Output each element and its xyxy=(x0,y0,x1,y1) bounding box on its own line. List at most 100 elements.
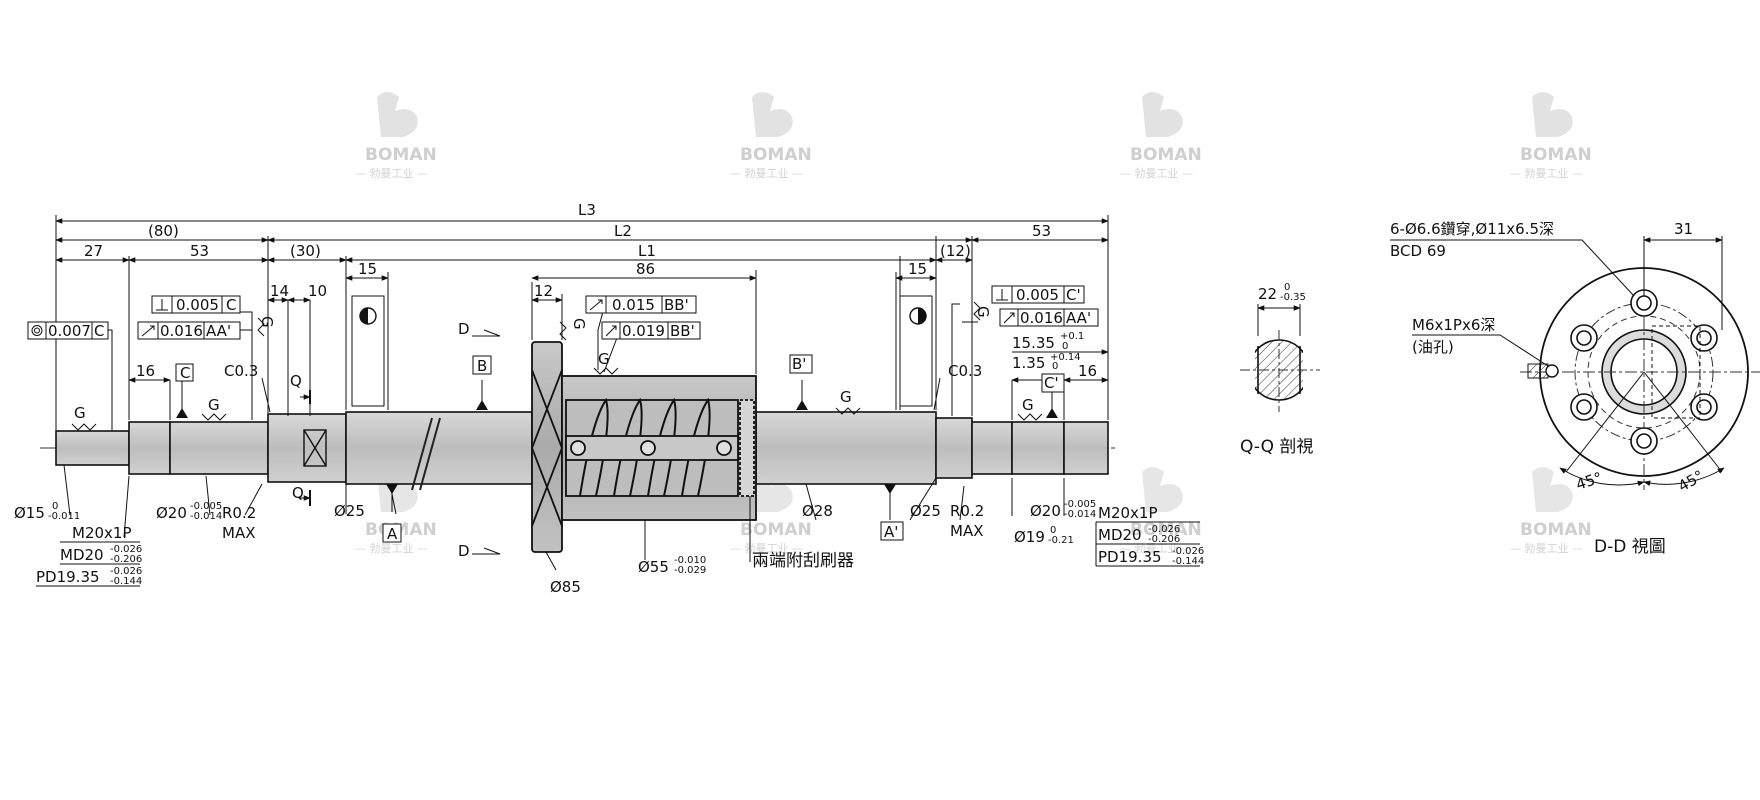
bearing-symbols xyxy=(351,295,933,407)
qq-dim: 22 xyxy=(1258,285,1277,303)
tolerance-frames xyxy=(27,285,1099,543)
watermark-brand: BOMAN xyxy=(740,145,812,165)
finish-g: G xyxy=(570,318,588,330)
dia-15-tol-dn: -0.011 xyxy=(48,511,80,522)
radius-left: R0.2 xyxy=(222,504,256,522)
dim-15-35-tol-dn: 0 xyxy=(1062,341,1068,352)
radius-left-max: MAX xyxy=(222,524,255,542)
dia-55-tol-up: -0.010 xyxy=(674,555,706,566)
dia-15: Ø15 xyxy=(14,504,45,522)
bolt-hole xyxy=(1576,399,1592,415)
section-q: Q xyxy=(290,372,302,390)
dim-15-right: 15 xyxy=(908,260,927,278)
dd-title: D-D 視圖 xyxy=(1594,537,1666,557)
finish-g: G xyxy=(1022,396,1034,414)
dim-l3: L3 xyxy=(578,201,596,219)
tol-datum: C xyxy=(94,322,104,340)
watermark-logo: BOMAN — 勃曼工业 — xyxy=(1510,92,1592,180)
tolerance-frame xyxy=(585,295,697,314)
nut-flange xyxy=(531,341,563,553)
dd-bcd: BCD 69 xyxy=(1390,242,1446,260)
qq-dim-tol-up: 0 xyxy=(1284,282,1290,293)
datum-a: A xyxy=(387,525,398,543)
dim-27: 27 xyxy=(84,242,103,260)
dia-20-left-tol-dn: -0.014 xyxy=(190,511,222,522)
dia-28: Ø28 xyxy=(802,502,833,520)
return-screw xyxy=(716,440,732,456)
surface-finish-marks xyxy=(71,301,1043,431)
tol-datum: AA' xyxy=(1066,309,1091,327)
pd-right-tol-dn: -0.144 xyxy=(1172,556,1204,567)
dia-20-left-tol-up: -0.005 xyxy=(190,501,222,512)
tol-value: 0.016 xyxy=(1020,309,1063,327)
dim-10: 10 xyxy=(308,282,327,300)
tol-value: 0.005 xyxy=(176,296,219,314)
dd-end-view: 6-Ø6.6鑽穿,Ø11x6.5深 BCD 69 M6x1Px6深 (油孔) 3… xyxy=(1390,220,1760,557)
dim-16-right: 16 xyxy=(1078,362,1097,380)
radius-right-max: MAX xyxy=(950,522,983,540)
section-q: Q xyxy=(292,484,304,502)
watermark-sub: — 勃曼工业 — xyxy=(730,167,803,180)
tolerance-texts: 0.005 C 0.016 AA' 0.007 C 0.015 BB' 0.01… xyxy=(48,286,1091,340)
datum-box-c xyxy=(175,363,194,382)
dim-1-35-tol-up: +0.14 xyxy=(1050,352,1081,363)
md-left-tol-dn: -0.206 xyxy=(110,554,142,565)
pd-left: PD19.35 xyxy=(36,568,100,586)
shaft-left-flat xyxy=(267,413,347,483)
shaft-right-groove xyxy=(1011,421,1065,475)
finish-g: G xyxy=(208,396,220,414)
shaft-thread-right xyxy=(755,411,937,485)
watermark-sub: — 勃曼工业 — xyxy=(355,167,428,180)
watermark-brand: BOMAN xyxy=(1520,520,1592,540)
datum-box-b2 xyxy=(789,354,813,374)
watermark-brand: BOMAN xyxy=(1130,520,1202,540)
dim-80: (80) xyxy=(148,222,179,240)
tol-value: 0.005 xyxy=(1016,286,1059,304)
finish-g: G xyxy=(840,388,852,406)
tolerance-frame xyxy=(151,295,241,314)
shaft-left-end xyxy=(55,430,130,466)
shaft-right-bearing xyxy=(971,421,1013,475)
dim-16-left: 16 xyxy=(136,362,155,380)
chamfer-left: C0.3 xyxy=(224,362,258,380)
bolt-hole xyxy=(1636,295,1652,311)
dd-dim-31: 31 xyxy=(1674,220,1693,238)
pd-right: PD19.35 xyxy=(1098,548,1162,566)
datum-triangles xyxy=(176,400,1058,494)
view-d: D xyxy=(458,542,470,560)
dd-angle-right: 45° xyxy=(1675,467,1707,496)
dia-55-tol-dn: -0.029 xyxy=(674,565,706,576)
tol-value: 0.007 xyxy=(48,322,91,340)
datum-b-prime: B' xyxy=(792,355,806,373)
tolerance-frame xyxy=(601,321,701,340)
tol-value: 0.019 xyxy=(622,322,665,340)
shaft-right-thread xyxy=(1063,421,1109,475)
qq-section-view: 22 0 -0.35 Q-Q 剖視 xyxy=(1240,282,1320,457)
dia-85: Ø85 xyxy=(550,578,581,596)
tolerance-frame xyxy=(999,308,1099,327)
qq-dim-tol-dn: -0.35 xyxy=(1280,292,1306,303)
tolerance-frame xyxy=(27,321,109,340)
dim-53-right: 53 xyxy=(1032,222,1051,240)
dia-20-right-tol-up: -0.005 xyxy=(1064,499,1096,510)
finish-g: G xyxy=(258,316,276,328)
md-right: MD20 xyxy=(1098,526,1142,544)
watermark-sub: — 勃曼工业 — xyxy=(1120,542,1193,555)
view-d: D xyxy=(458,320,470,338)
pd-left-tol-dn: -0.144 xyxy=(110,576,142,587)
dia-20-right: Ø20 xyxy=(1030,502,1061,520)
tol-datum: AA' xyxy=(206,322,231,340)
finish-g: G xyxy=(598,350,610,368)
dimension-texts: L3 (80) L2 53 27 53 (30) L1 (12) 15 15 8… xyxy=(84,201,1097,380)
bolt-hole xyxy=(1696,399,1712,415)
dia-25-right: Ø25 xyxy=(910,502,941,520)
md-left-tol-up: -0.026 xyxy=(110,544,142,555)
watermark-logo: BOMAN — 勃曼工业 — xyxy=(1510,467,1592,555)
chamfer-right: C0.3 xyxy=(948,362,982,380)
datum-box-c2 xyxy=(1041,373,1065,393)
ball-nut xyxy=(531,341,757,553)
tol-datum: BB' xyxy=(664,296,689,314)
dd-angle-left: 45° xyxy=(1574,468,1605,493)
dia-19-tol-dn: -0.21 xyxy=(1048,535,1074,546)
